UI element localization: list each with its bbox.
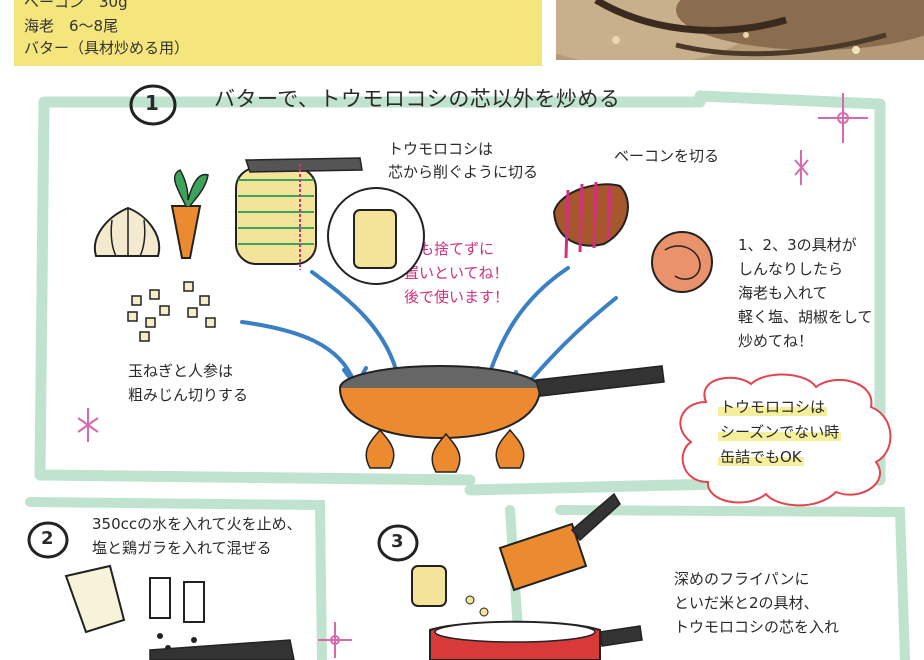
step1-title: バターで、トウモロコシの芯以外を炒める [214,87,621,111]
diced-vegetables-icon [127,281,216,342]
onion-icon [93,206,161,257]
core-note-line3: 後で使います！ [404,288,510,306]
burner-icon [365,428,525,473]
step3-badge [377,524,419,562]
step1-badge [129,84,177,126]
shrimp-note-line3: 海老も入れて [738,284,828,302]
dish-photo [556,0,924,60]
ingredient-butter: バター（具材炒める用） [24,39,190,57]
veg-note-line2: 粗みじん切りする [128,386,249,404]
bubble-line2: シーズンでない時 [718,423,842,441]
shrimp-note-line5: 炒めてね！ [738,332,814,350]
shrimp-icon [651,231,713,293]
ingredients-box: ベーコン 30g 海老 6〜8尾 バター（具材炒める用） [14,0,542,66]
pot-icon [149,639,295,660]
step2-line2: 塩と鶏ガラを入れて混ぜる [92,539,272,557]
step3-line1: 深めのフライパンに [674,570,810,588]
shrimp-note-line4: 軽く塩、胡椒をして [738,308,873,326]
shrimp-note-line2: しんなりしたら [738,260,844,278]
step1-number: 1 [145,91,159,115]
core-note-line1: 芯も捨てずに [404,240,495,258]
corn-note-line2: 芯から削ぐように切る [388,163,539,181]
corn-cob-icon [235,157,363,270]
ingredient-shrimp: 海老 6〜8尾 [24,17,119,35]
corn-note-line1: トウモロコシは [388,140,494,158]
step3-line2: といだ米と2の具材、 [674,594,819,612]
bubble-line1: トウモロコシは [718,398,828,416]
core-note-line2: 置いといてね！ [404,264,509,282]
bubble-line3: 缶詰でもOK [718,448,804,466]
step2-line1: 350ccの水を入れて火を止め、 [92,515,302,533]
ingredient-bacon: ベーコン 30g [24,0,128,11]
tilted-pan-icon [465,492,621,633]
step3-number: 3 [391,531,404,552]
measuring-cup-icon [64,564,126,634]
corn-core-small-icon [411,565,447,607]
step2-badge [27,521,69,559]
deep-pan-icon [429,620,643,660]
veg-note-line1: 玉ねぎと人参は [128,362,234,380]
seasoning-shaker-icon [149,577,205,657]
step3-line3: トウモロコシの芯を入れ [674,618,840,636]
step2-number: 2 [41,528,54,549]
frying-pan-icon [339,365,665,440]
corn-core-icon [327,187,425,285]
bacon-note: ベーコンを切る [614,147,720,165]
shrimp-note-line1: 1、2、3の具材が [738,236,857,254]
carrot-icon [170,169,209,259]
bacon-icon [552,181,629,259]
